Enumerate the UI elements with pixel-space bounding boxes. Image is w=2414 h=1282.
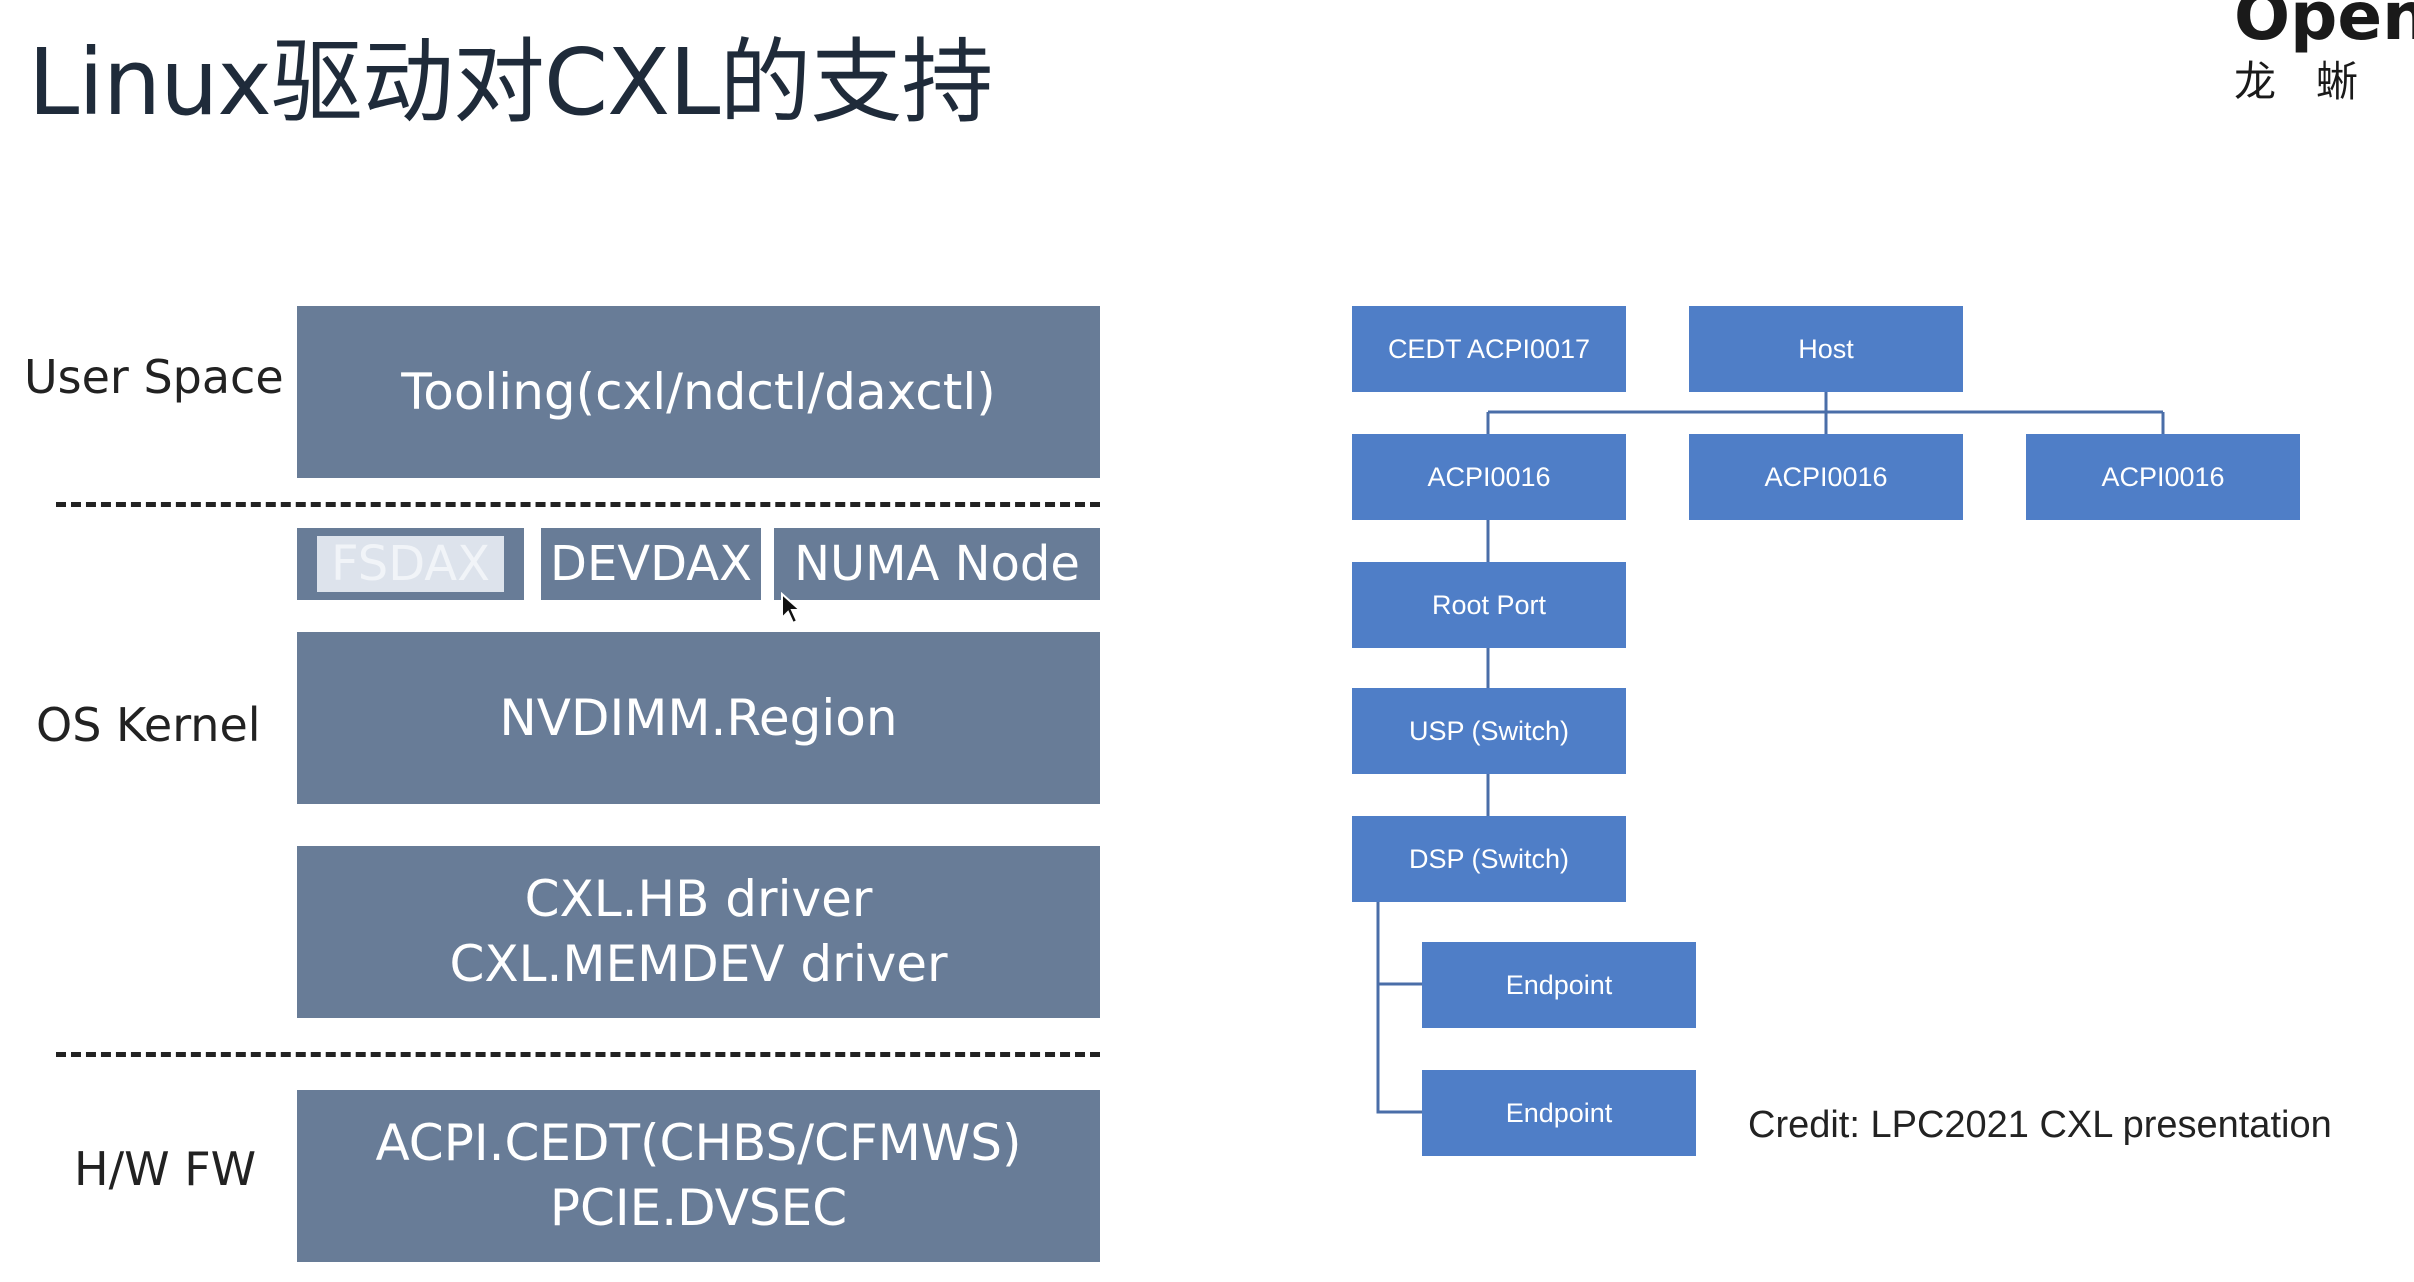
logo-chinese-name: 龙蜥 [2234,57,2399,106]
devdax-label: DEVDAX [550,535,752,592]
dsp-to-endpoint2-line [1376,902,1422,1114]
node-endpoint-1: Endpoint [1422,942,1696,1028]
user-kernel-divider [56,502,1100,507]
kernel-hw-divider [56,1052,1100,1057]
openanolis-logo: OpenA 龙蜥 [2234,0,2414,110]
pcie-dvsec-label: PCIE.DVSEC [549,1179,848,1237]
nvdimm-region-box: NVDIMM.Region [297,632,1100,804]
slide-title: Linux驱动对CXL的支持 [28,29,993,136]
tooling-label: Tooling(cxl/ndctl/daxctl) [401,362,996,421]
cxl-memdev-driver-label: CXL.MEMDEV driver [449,935,948,993]
nvdimm-region-label: NVDIMM.Region [499,688,898,747]
node-host: Host [1689,306,1963,392]
node-acpi0016-c: ACPI0016 [2026,434,2300,520]
label-os-kernel: OS Kernel [36,698,261,752]
fsdax-label: FSDAX [317,536,504,592]
mouse-cursor-icon [781,592,803,625]
devdax-box: DEVDAX [541,528,761,600]
node-acpi0016-b: ACPI0016 [1689,434,1963,520]
node-acpi0016-a: ACPI0016 [1352,434,1626,520]
credit-text: Credit: LPC2021 CXL presentation [1748,1104,2332,1146]
node-cedt-acpi0017: CEDT ACPI0017 [1352,306,1626,392]
acpi-cedt-label: ACPI.CEDT(CHBS/CFMWS) [375,1114,1022,1172]
numa-node-box: NUMA Node [774,528,1100,600]
cxl-drivers-box: CXL.HB driver CXL.MEMDEV driver [297,846,1100,1018]
node-endpoint-2: Endpoint [1422,1070,1696,1156]
label-user-space: User Space [24,350,284,404]
node-root-port: Root Port [1352,562,1626,648]
firmware-box: ACPI.CEDT(CHBS/CFMWS) PCIE.DVSEC [297,1090,1100,1262]
node-usp-switch: USP (Switch) [1352,688,1626,774]
label-hw-fw: H/W FW [74,1142,257,1196]
cxl-hb-driver-label: CXL.HB driver [524,870,873,928]
node-dsp-switch: DSP (Switch) [1352,816,1626,902]
tooling-box: Tooling(cxl/ndctl/daxctl) [297,306,1100,478]
fsdax-box: FSDAX [297,528,524,600]
numa-node-label: NUMA Node [794,535,1080,592]
logo-wordmark: OpenA [2234,0,2414,55]
